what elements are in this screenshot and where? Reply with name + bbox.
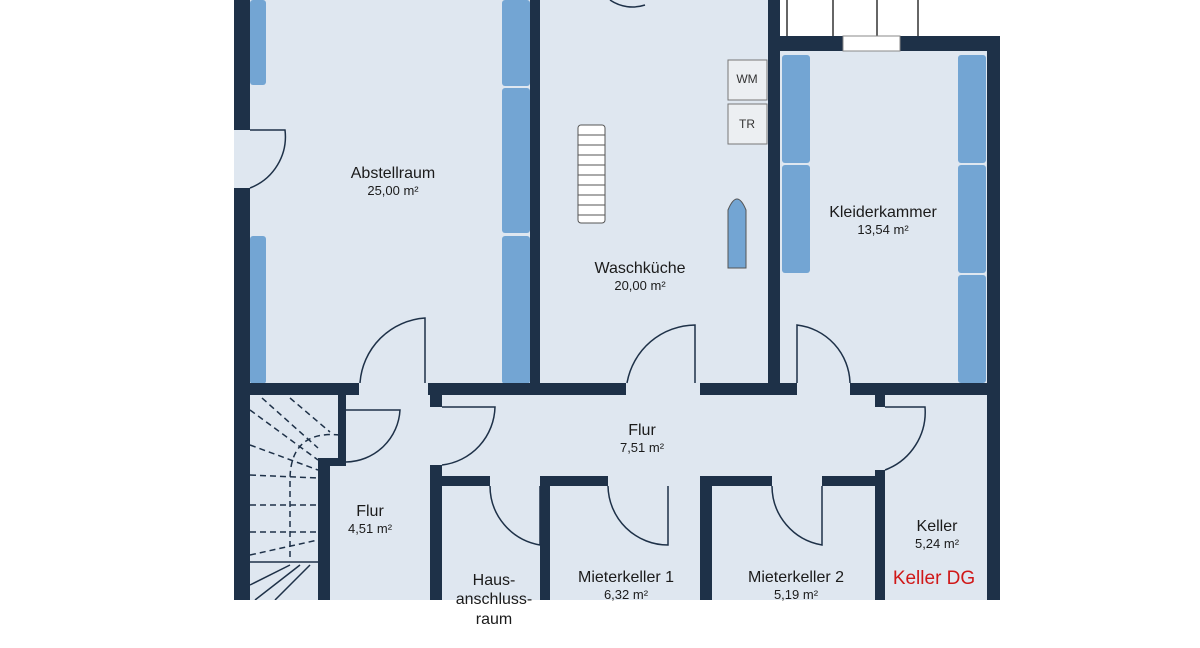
room-kleiderkammer: Kleiderkammer 13,54 m² [829, 203, 937, 238]
room-area: 6,32 m² [603, 587, 649, 603]
door-mieterkeller-2 [771, 485, 823, 546]
room-area: 25,00 m² [367, 183, 419, 199]
room-abstellraum: Abstellraum 25,00 m² [351, 164, 435, 199]
walls [234, 0, 1000, 600]
exterior-lines [786, 0, 919, 36]
room-name: Waschküche [594, 260, 686, 277]
room-area: 7,51 m² [619, 440, 665, 456]
door-hausanschluss [489, 485, 541, 546]
window [842, 35, 901, 52]
floor-plan [234, 0, 1000, 600]
room-keller: Keller 5,24 m² [915, 517, 959, 552]
radiators [250, 0, 986, 384]
door-waschkueche-top [609, 0, 646, 8]
room-flur-main: Flur 7,51 m² [620, 421, 664, 456]
ironing-board-icon [727, 198, 747, 269]
room-waschkueche: Waschküche 20,00 m² [595, 259, 686, 294]
dryer [727, 103, 768, 145]
room-name: Flur [628, 422, 656, 439]
washing-machine [727, 59, 768, 101]
door-mieterkeller-1 [607, 485, 669, 546]
room-mieterkeller-2: Mieterkeller 2 5,19 m² [748, 568, 844, 603]
door-abstellraum-exterior [249, 129, 287, 189]
door-abstellraum [359, 317, 426, 384]
outside-area [780, 0, 1000, 36]
room-name: Mieterkeller 1 [577, 569, 675, 586]
room-area: 5,19 m² [773, 587, 819, 603]
room-area: 5,24 m² [914, 536, 960, 552]
doors[interactable] [249, 0, 926, 546]
door-kleiderkammer [796, 324, 851, 384]
room-mieterkeller-1: Mieterkeller 1 6,32 m² [578, 568, 674, 603]
room-area: 13,54 m² [857, 222, 909, 238]
staircase[interactable] [249, 397, 341, 600]
door-stair [345, 409, 401, 463]
floor-label: Keller DG [892, 568, 976, 589]
floor-area [234, 0, 1000, 600]
washing-machine-label: WM [736, 72, 758, 86]
room-name: Kleiderkammer [829, 204, 937, 221]
door-keller [884, 406, 926, 471]
room-area: 4,51 m² [347, 521, 393, 537]
room-name: Abstellraum [350, 165, 436, 182]
room-area: 20,00 m² [614, 278, 666, 294]
room-name: Flur [356, 503, 384, 520]
laundry-rack-icon [577, 124, 606, 224]
dryer-label: TR [739, 117, 755, 131]
room-flur-small: Flur 4,51 m² [348, 502, 392, 537]
room-name: Mieterkeller 2 [747, 569, 845, 586]
room-name: Keller [916, 518, 958, 535]
door-waschkueche [626, 324, 696, 384]
door-flur-left [441, 406, 496, 466]
